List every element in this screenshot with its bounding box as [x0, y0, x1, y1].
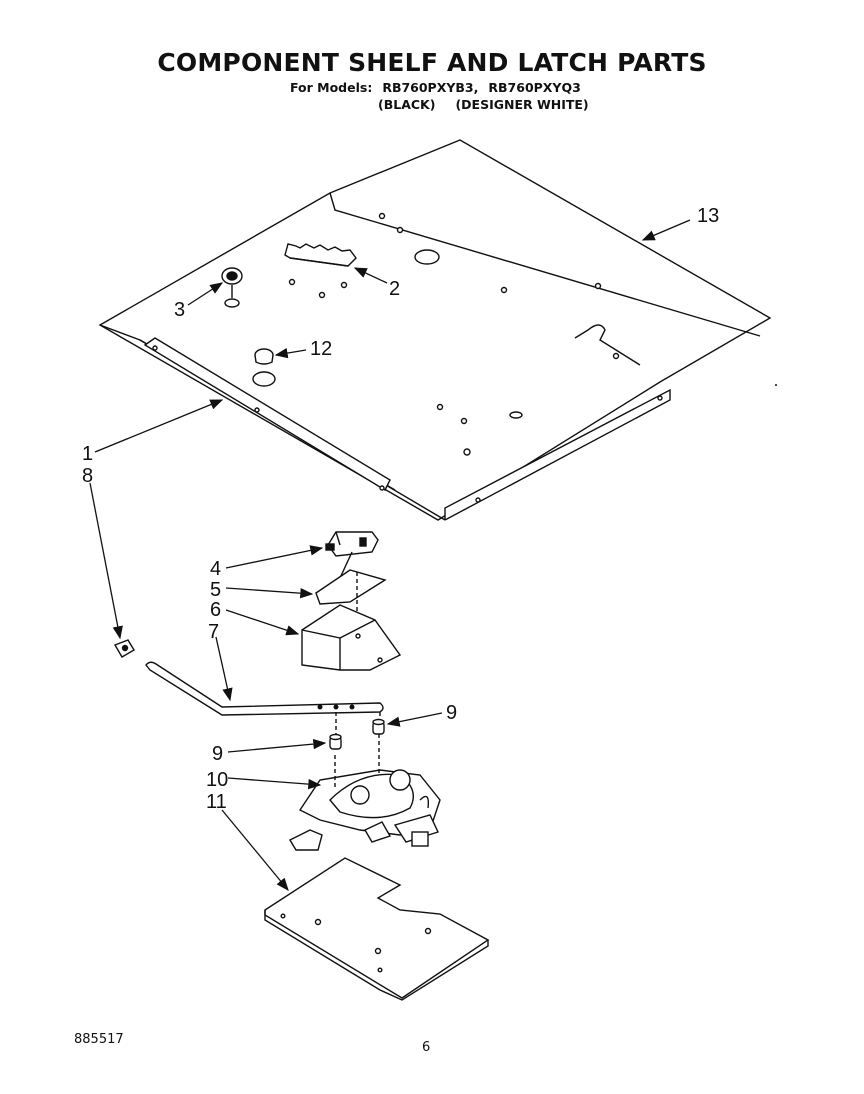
callout-9-left: 9: [212, 743, 223, 765]
colors-line: (BLACK) (DESIGNER WHITE): [378, 97, 609, 112]
callout-7: 7: [208, 621, 219, 643]
callout-6: 6: [210, 599, 221, 621]
leader-12: [274, 347, 307, 359]
spacer-right: [372, 718, 385, 735]
leader-1: [94, 399, 224, 453]
callout-3: 3: [174, 299, 185, 321]
leader-7: [215, 636, 233, 702]
grommet: [221, 267, 243, 298]
callout-5: 5: [210, 579, 221, 601]
models-prefix: For Models:: [290, 80, 373, 95]
callout-4: 4: [210, 558, 221, 580]
stray-dot: [775, 384, 777, 386]
leader-3: [187, 282, 224, 306]
callout-9-right: 9: [446, 702, 457, 724]
leader-9-left: [227, 738, 327, 753]
callout-2: 2: [389, 278, 400, 300]
model-1: RB760PXYB3,: [382, 80, 479, 95]
leader-10: [227, 777, 322, 790]
leader-6: [225, 609, 300, 636]
leader-2: [353, 267, 388, 284]
callout-11: 11: [206, 791, 227, 813]
callout-13: 13: [697, 205, 719, 227]
color-1: (BLACK): [378, 97, 436, 112]
leader-13: [641, 219, 691, 241]
latch-assembly: [289, 734, 441, 851]
latch-switch: [325, 531, 379, 579]
callout-12: 12: [310, 338, 332, 360]
page-number: 6: [422, 1040, 431, 1055]
stop-block: [113, 639, 135, 658]
callout-8: 8: [82, 465, 93, 487]
leader-9-right: [386, 712, 443, 727]
document-number: 885517: [74, 1032, 124, 1047]
model-2: RB760PXYQ3: [488, 80, 581, 95]
shelf-clip-strip: [284, 243, 357, 267]
component-shelf: [98, 139, 772, 521]
leader-4: [225, 545, 324, 569]
leader-8: [89, 482, 123, 640]
callout-1: 1: [82, 443, 93, 465]
color-2: (DESIGNER WHITE): [455, 97, 589, 112]
callout-labels: 13 2 3 12 1 8 4 5 6 7 9 9 10 11: [82, 205, 719, 813]
callout-10: 10: [206, 769, 228, 791]
latch-link: [145, 661, 384, 735]
switch-bracket: [301, 604, 402, 671]
leader-5: [225, 587, 314, 599]
leader-lines: [89, 219, 691, 892]
models-line: For Models: RB760PXYB3, RB760PXYQ3: [290, 80, 591, 95]
spacer-left: [329, 733, 342, 750]
latch-cover-plate: [264, 857, 490, 1001]
leader-11: [221, 809, 289, 892]
page-title: COMPONENT SHELF AND LATCH PARTS: [157, 48, 707, 77]
plug-button: [254, 348, 274, 365]
